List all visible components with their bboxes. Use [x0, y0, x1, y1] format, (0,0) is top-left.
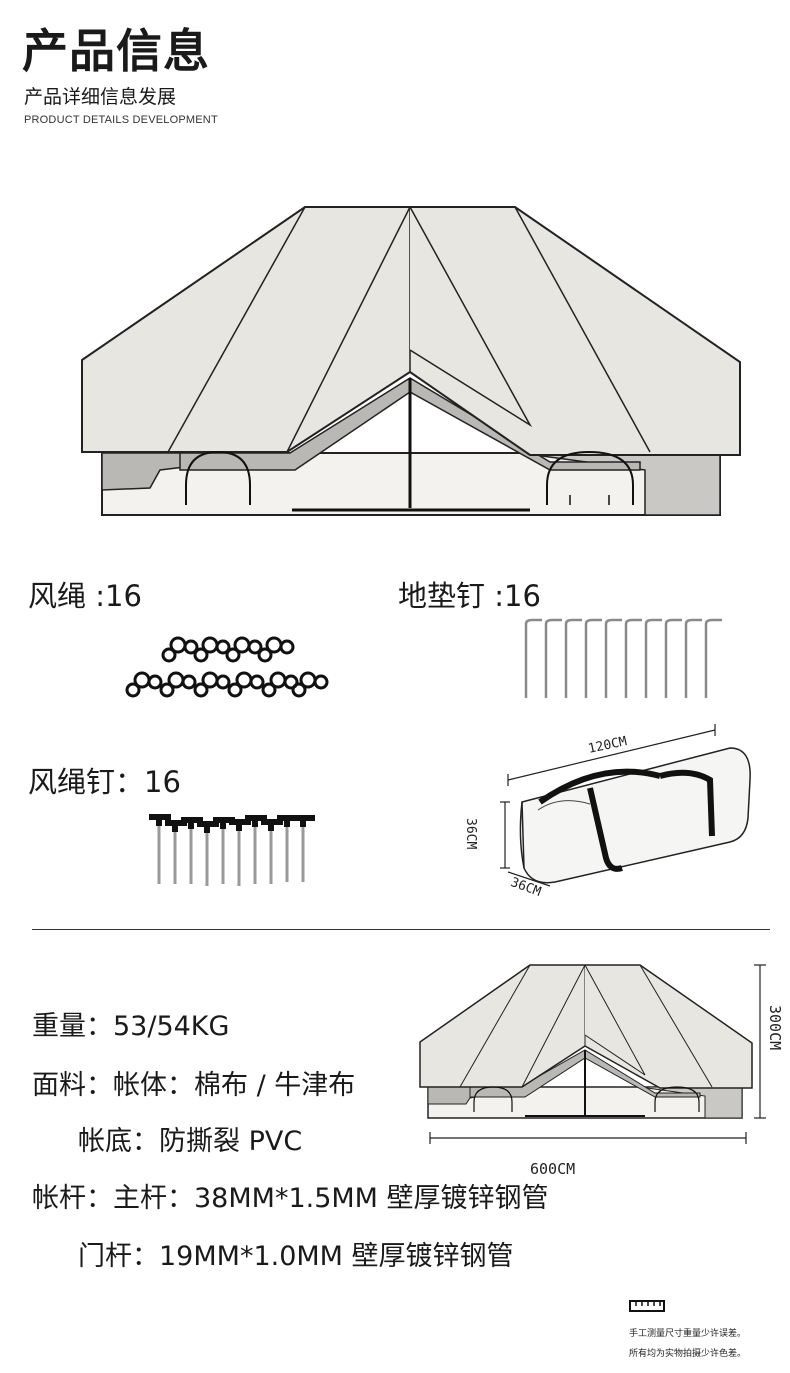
- tent-height-label: 300CM: [766, 1005, 784, 1051]
- spec-weight: 重量：53/54KG: [32, 1011, 230, 1042]
- rope-stakes-icon: [149, 814, 315, 886]
- footnote-line-2: 所有均为实物拍摄少许色差。: [629, 1349, 747, 1359]
- carry-bag-illustration: [500, 724, 751, 887]
- guy-rope-label: 风绳 :16: [28, 579, 142, 613]
- ruler-icon: [629, 1300, 665, 1312]
- spec-fabric: 面料：帐体：棉布 / 牛津布: [32, 1070, 356, 1101]
- tent-width-label: 600CM: [530, 1160, 576, 1178]
- guy-rope-tensioners-icon: [125, 636, 329, 698]
- ground-stakes-icon: [524, 618, 722, 698]
- page-subtitle: 产品详细信息发展: [24, 86, 177, 108]
- footnote-line-1: 手工测量尺寸重量少许误差。: [629, 1329, 747, 1339]
- page-subtitle-en: PRODUCT DETAILS DEVELOPMENT: [24, 114, 218, 126]
- spec-pole-door: 门杆：19MM*1.0MM 壁厚镀锌钢管: [78, 1241, 514, 1272]
- ground-stake-label: 地垫钉 :16: [398, 579, 541, 613]
- tent-illustration-small: [419, 964, 766, 1144]
- spec-fabric-floor: 帐底：防撕裂 PVC: [78, 1126, 303, 1157]
- tent-illustration-large: [81, 206, 741, 516]
- rope-stake-label: 风绳钉：16: [28, 765, 181, 799]
- spec-pole-main: 帐杆：主杆：38MM*1.5MM 壁厚镀锌钢管: [32, 1183, 549, 1214]
- section-divider: [32, 929, 770, 930]
- page-title: 产品信息: [22, 24, 210, 78]
